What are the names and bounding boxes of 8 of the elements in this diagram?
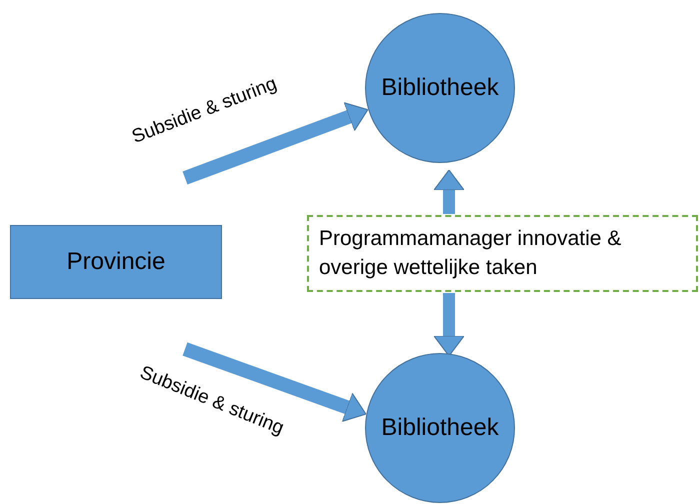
circle-node: Bibliotheek: [365, 13, 515, 163]
circle-node: Bibliotheek: [365, 353, 515, 503]
block-arrow: [434, 293, 464, 356]
process-box: Provincie: [10, 225, 222, 299]
block-arrow: [182, 342, 366, 422]
block-arrow: [182, 102, 368, 185]
block-arrow: [434, 170, 464, 214]
dashed-box: Programmamanager innovatie & overige wettelijke taken: [307, 215, 698, 292]
